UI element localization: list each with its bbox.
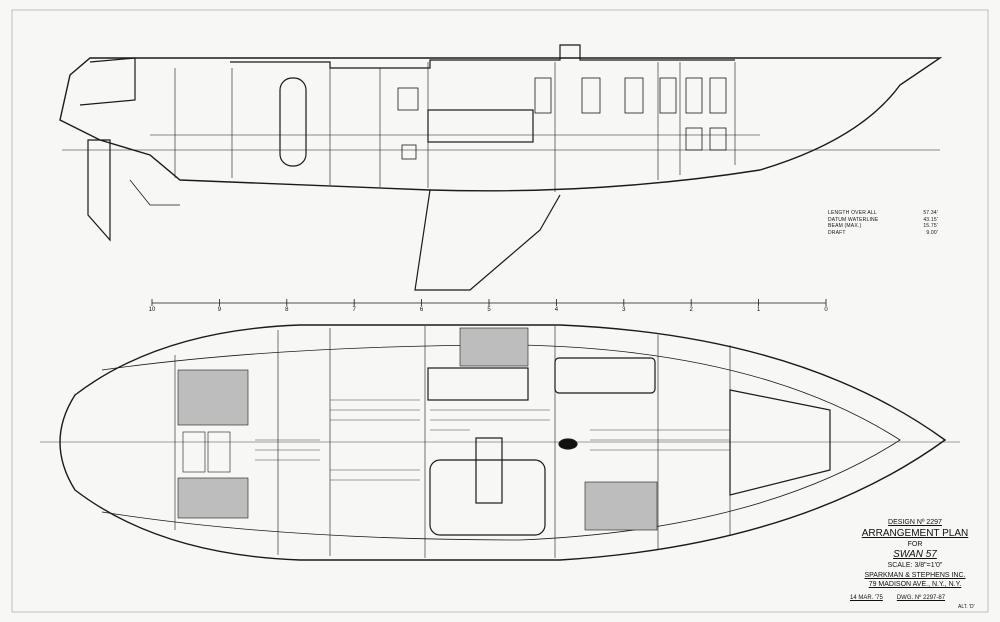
- door: [279, 77, 307, 167]
- table: [475, 437, 503, 504]
- dinette: [429, 459, 546, 536]
- rudder: [87, 139, 111, 242]
- scale-tick-label: 9: [217, 307, 222, 313]
- firm-address: 79 MADISON AVE., N.Y., N.Y.: [868, 581, 962, 588]
- scale-tick-label: 6: [419, 307, 424, 313]
- settee: [427, 367, 529, 401]
- drawing-number: DWG. Nº 2297-87: [896, 595, 946, 601]
- drawing-title: ARRANGEMENT PLAN: [861, 527, 969, 539]
- scale-tick-label: 1: [756, 307, 761, 313]
- berth-stbd: [554, 357, 656, 394]
- scale-tick-label: 4: [554, 307, 559, 313]
- stern-deckhouse: [79, 57, 136, 106]
- scale-tick-label: 5: [487, 307, 491, 313]
- sheet-border: [11, 9, 989, 613]
- title-block: DESIGN Nº 2297 ARRANGEMENT PLAN FOR SWAN…: [850, 518, 980, 590]
- scale-tick-label: 7: [352, 307, 356, 313]
- keel: [414, 189, 561, 291]
- plan-view: [40, 324, 960, 561]
- firm-name: SPARKMAN & STEPHENS INC.: [864, 571, 966, 579]
- forepeak-berth: [729, 389, 831, 496]
- hull-plan: [59, 324, 947, 561]
- settee-profile: [427, 109, 534, 143]
- profile-view: [59, 44, 943, 291]
- scale-tick-label: 0: [824, 307, 828, 313]
- spec-beam: BEAM (MAX.)15.75': [828, 223, 938, 229]
- skeg: [129, 179, 180, 206]
- deck-line: [230, 44, 735, 69]
- mast-step: [558, 438, 578, 450]
- design-number: DESIGN Nº 2297: [888, 519, 942, 526]
- drawing-date: 14 MAR. '75: [850, 595, 883, 601]
- scale-tick-label: 3: [622, 307, 626, 313]
- for-label: FOR: [907, 540, 923, 548]
- scale-tick-label: 10: [148, 307, 156, 313]
- scale-text: SCALE: 3/8"=1'0": [887, 562, 943, 569]
- deck-edge: [101, 344, 901, 541]
- scale-tick-label: 8: [285, 307, 289, 313]
- revision: ALT. 'D': [958, 604, 975, 610]
- boat-name: SWAN 57: [893, 549, 937, 560]
- hull-profile: [59, 57, 943, 192]
- scale-tick-label: 2: [689, 307, 693, 313]
- drawing-footer: 14 MAR. '75 DWG. Nº 2297-87: [850, 594, 945, 602]
